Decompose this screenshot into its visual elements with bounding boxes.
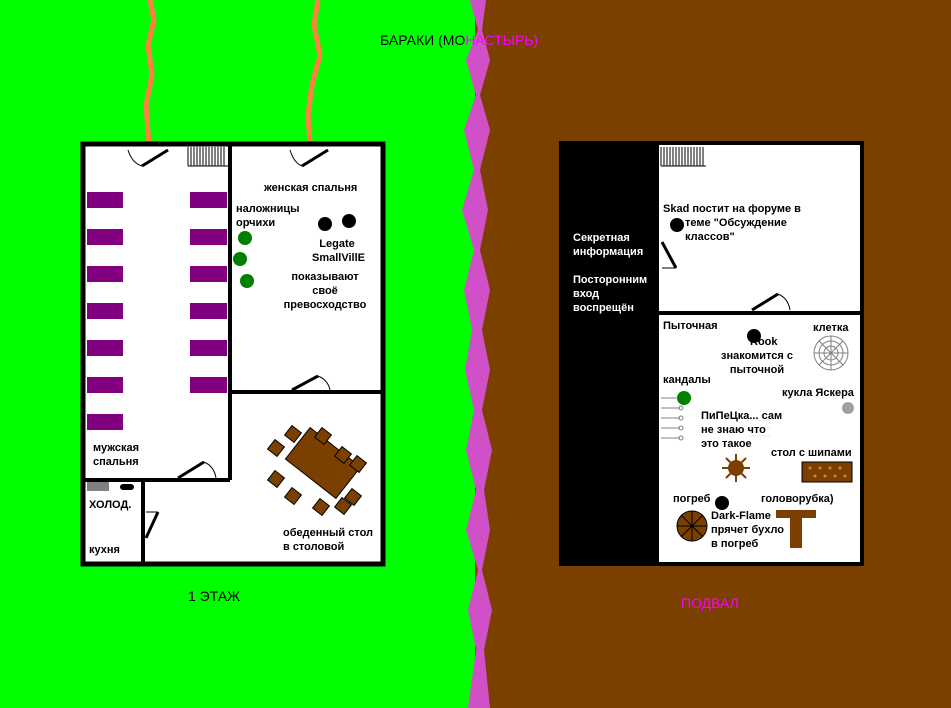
beds [87, 192, 227, 430]
shackles-label: кандалы [663, 374, 711, 386]
torture-room-label: Пыточная [663, 320, 718, 332]
cage-label: клетка [813, 322, 849, 334]
door-icon [127, 148, 169, 168]
cellar-hatch-icon [676, 510, 708, 542]
rope-right [305, 0, 323, 145]
fridge-icon [87, 482, 109, 491]
rook-dot [747, 329, 761, 343]
basement-building [559, 141, 864, 566]
stairs-icon [660, 147, 706, 167]
door-icon [177, 460, 217, 480]
door-icon [289, 148, 329, 168]
rope-left [143, 0, 157, 145]
guillotine-icon [776, 510, 816, 548]
page-title: БАРАКИ (МОНАСТЫРЬ) [380, 32, 539, 48]
doll-icon [842, 402, 854, 414]
orc-concubine-3 [240, 274, 254, 288]
door-icon [291, 374, 331, 392]
cellar-label: погреб [673, 493, 711, 505]
door-icon [751, 292, 791, 312]
first-floor-building [80, 141, 386, 567]
kitchen-label: кухня [89, 544, 120, 556]
spiked-ball-icon [722, 454, 750, 482]
shackled-orc-dot [677, 391, 691, 405]
pipetska-icon [748, 419, 770, 437]
dark-flame-dot [715, 496, 729, 510]
skad-dot [670, 218, 684, 232]
forum-title: ФОРУМ [578, 176, 631, 192]
dining-table-icon [266, 424, 368, 517]
door-icon [660, 241, 678, 269]
border-strip [462, 0, 492, 708]
first-floor-label: 1 ЭТАЖ [188, 588, 241, 604]
shackles-icon [661, 397, 684, 441]
fridge-label: ХОЛОД. [89, 499, 132, 511]
spike-table-icon [801, 461, 853, 483]
orc-concubine-2 [233, 252, 247, 266]
cage-icon [813, 335, 849, 371]
basement-label: ПОДВАЛ [681, 595, 739, 611]
stairs-icon [187, 147, 228, 167]
smallville-dot [342, 214, 356, 228]
orc-concubine-1 [238, 231, 252, 245]
spike-table-label: стол с шипами [771, 447, 852, 459]
legate-dot [318, 217, 332, 231]
womens-bedroom-label: женская спальня [264, 182, 358, 194]
door-icon [144, 511, 160, 539]
doll-label: кукла Яскера [782, 387, 854, 399]
stove-icon [120, 484, 134, 490]
guillotine-label: головорубка) [761, 493, 834, 505]
